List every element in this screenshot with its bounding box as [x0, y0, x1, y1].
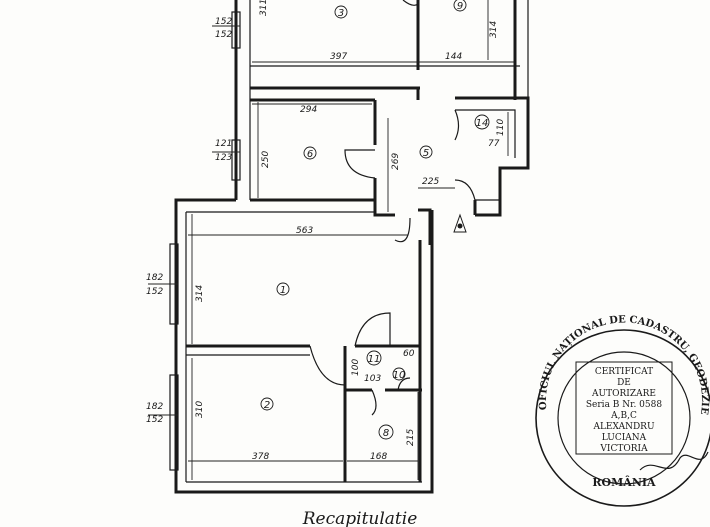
dim-152-a: 152 — [215, 17, 232, 27]
room-1-label: 1 — [280, 285, 286, 296]
dim-378: 378 — [252, 452, 269, 462]
dim-311: 311 — [259, 0, 269, 16]
orientation-marker-icon — [453, 213, 467, 233]
stamp-line-3: AUTORIZARE — [591, 389, 656, 399]
dim-314-mid: 314 — [195, 285, 205, 302]
room-8-label: 8 — [383, 428, 389, 439]
stamp-line-4: Seria B Nr. 0588 — [586, 400, 662, 410]
dim-100: 100 — [351, 359, 361, 376]
dim-152-c: 152 — [146, 287, 163, 297]
stamp-ring-text: OFICIUL NAȚIONAL DE CADASTRU, GEODEZIE Ș… — [0, 0, 710, 419]
dim-215: 215 — [406, 429, 416, 446]
authorization-stamp: OFICIUL NAȚIONAL DE CADASTRU, GEODEZIE Ș… — [0, 0, 710, 507]
signature — [639, 451, 709, 471]
dim-121: 121 — [215, 139, 232, 149]
stamp-line-2: DE — [617, 378, 631, 388]
room-2-label: 2 — [264, 400, 270, 411]
footer-title: Recapitulatie — [302, 509, 418, 527]
stamp-line-5: A,B,C — [610, 411, 637, 421]
room-9-label: 9 — [457, 1, 463, 12]
dim-110: 110 — [496, 119, 506, 136]
room-14-label: 14 — [476, 118, 489, 129]
dim-563: 563 — [296, 226, 313, 236]
dimension-labels: 311 152 152 314 397 144 294 121 123 250 … — [146, 0, 506, 462]
dim-168: 168 — [370, 452, 387, 462]
dim-103: 103 — [364, 374, 381, 384]
dim-250: 250 — [261, 151, 271, 168]
room-10-label: 10 — [393, 370, 406, 381]
stamp-line-6: ALEXANDRU — [592, 422, 654, 432]
stamp-line-7: LUCIANA — [602, 433, 647, 443]
dim-123: 123 — [215, 153, 232, 163]
stamp-line-1: CERTIFICAT — [595, 367, 653, 377]
room-3-label: 3 — [338, 8, 344, 19]
stamp-line-8: VICTORIA — [599, 444, 648, 454]
dim-225: 225 — [422, 177, 439, 187]
room-6-label: 6 — [307, 149, 313, 160]
dim-182-b: 182 — [146, 402, 163, 412]
room-labels: 3 9 6 5 14 1 2 11 10 8 — [260, 0, 490, 440]
room-5-label: 5 — [423, 148, 429, 159]
dim-269: 269 — [391, 153, 401, 170]
room-11-label: 11 — [368, 354, 381, 365]
dim-182-a: 182 — [146, 273, 163, 283]
dim-152-b: 152 — [215, 30, 232, 40]
dim-314-top: 314 — [489, 21, 499, 38]
dim-144: 144 — [445, 52, 462, 62]
dim-60: 60 — [403, 349, 415, 359]
dimension-lines — [148, 0, 515, 480]
dim-152-d: 152 — [146, 415, 163, 425]
walls — [169, 0, 530, 494]
dim-294: 294 — [300, 105, 317, 115]
door-swings — [309, 0, 476, 416]
dim-397: 397 — [330, 52, 347, 62]
stamp-country: ROMÂNIA — [592, 475, 656, 489]
dim-77: 77 — [488, 139, 500, 149]
dim-310: 310 — [195, 401, 205, 418]
